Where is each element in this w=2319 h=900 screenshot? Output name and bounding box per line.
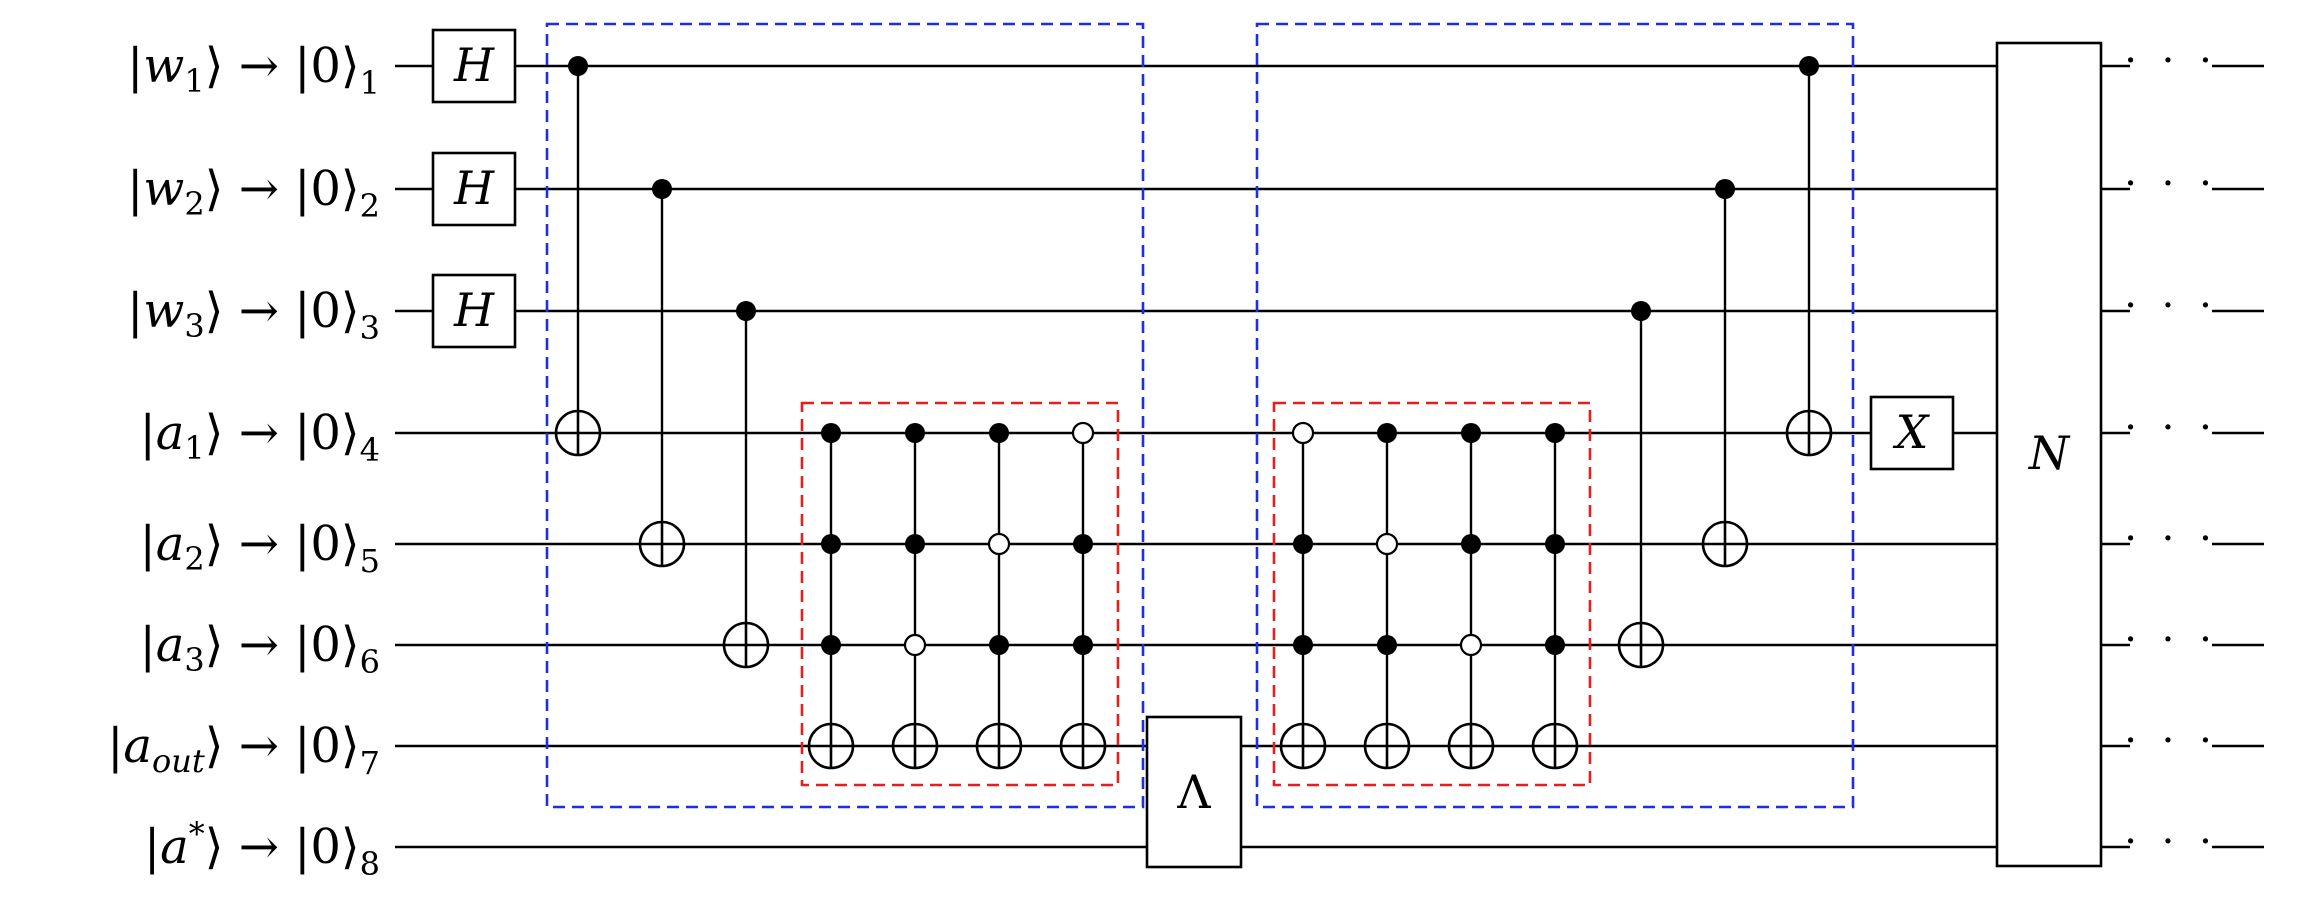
mct-1-3-control-2 (1545, 635, 1565, 655)
mct-1-2-control-1 (1461, 534, 1481, 554)
mct-0-1-control-1 (905, 534, 925, 554)
hadamard-gate-q3-box (431, 273, 517, 349)
mct-1-3-control-0 (1545, 423, 1565, 443)
mct-0-3-target (1059, 722, 1107, 770)
continuation-dots-q3: · · · (2124, 283, 2218, 329)
qubit-labels: |w1⟩ → |0⟩1 |w2⟩ → |0⟩2 |w3⟩ → |0⟩3 |a1⟩ → … (107, 38, 380, 883)
mct-0-3-control-0 (1071, 421, 1095, 445)
mct-0-0-control-0 (821, 423, 841, 443)
cnot2-target-1 (1701, 520, 1749, 568)
continuation-dots-q7: · · · (2124, 718, 2218, 764)
mct-1-1-target (1363, 722, 1411, 770)
hadamard-gate-q2: H (431, 151, 517, 227)
cnot1-control-1 (652, 179, 672, 199)
mct-1-2-control-2 (1459, 633, 1483, 657)
dots-bg-q1 (2130, 48, 2212, 78)
cnot1-target-1 (638, 520, 686, 568)
mct-1-3-control-1 (1545, 534, 1565, 554)
mct-0-0-control-2 (821, 635, 841, 655)
gates: H H H Λ X N · · · · · · · · · · · · · · · · · · · · … (431, 28, 2218, 869)
mct-1-3-target (1531, 722, 1579, 770)
continuation-dots-q4: · · · (2124, 405, 2218, 451)
cnot1-control-0 (568, 56, 588, 76)
dots-bg-q5 (2130, 526, 2212, 556)
continuation-dots-q5: · · · (2124, 516, 2218, 562)
hadamard-gate-q1-box (431, 28, 517, 104)
mct-1-1-control-2 (1377, 635, 1397, 655)
mct-1-0-control-0 (1291, 421, 1315, 445)
x-gate-q4-box (1869, 395, 1955, 471)
hadamard-gate-q1-label: H (453, 38, 495, 92)
cnot2-target-2 (1785, 409, 1833, 457)
lambda-gate-label: Λ (1176, 765, 1211, 819)
hadamard-gate-q3-label: H (453, 283, 495, 337)
continuation-dots-q2: · · · (2124, 161, 2218, 207)
qubit-label-2: |w2⟩ → |0⟩2 (127, 161, 380, 225)
n-gate-box (1995, 41, 2103, 868)
cnot2-control-0 (1631, 301, 1651, 321)
wires (395, 64, 2264, 849)
qubit-label-7: |aout⟩ → |0⟩7 (107, 718, 380, 782)
dots-bg-q7 (2130, 728, 2212, 758)
hadamard-gate-q3: H (431, 273, 517, 349)
mct-0-3-control-2 (1073, 635, 1093, 655)
x-gate-q4-label: X (1893, 405, 1931, 459)
red-dashed-box-right (1272, 401, 1592, 787)
mct-0-2-control-0 (989, 423, 1009, 443)
lambda-gate: Λ (1145, 715, 1243, 869)
qubit-label-1: |w1⟩ → |0⟩1 (127, 38, 380, 102)
qubit-label-8: |a*⟩ → |0⟩8 (144, 815, 380, 883)
cnot1-target-2 (722, 621, 770, 669)
dots-bg-q6 (2130, 627, 2212, 657)
mct-0-1-control-0 (905, 423, 925, 443)
n-gate-label: N (2028, 426, 2071, 480)
hadamard-gate-q2-box (431, 151, 517, 227)
mct-1-0-target (1279, 722, 1327, 770)
mct-0-2-control-1 (987, 532, 1011, 556)
blue-dashed-box-left (545, 22, 1145, 809)
hadamard-gate-q2-label: H (453, 161, 495, 215)
qubit-label-4: |a1⟩ → |0⟩4 (140, 405, 380, 469)
qubit-label-6: |a3⟩ → |0⟩6 (140, 617, 380, 681)
mct-1-1-control-0 (1377, 423, 1397, 443)
x-gate-q4: X (1869, 395, 1955, 471)
blue-dashed-box-right (1255, 22, 1855, 809)
dashed-boxes (545, 22, 1855, 809)
mct-0-2-target (975, 722, 1023, 770)
cnot1-target-0 (554, 409, 602, 457)
mct-1-2-control-0 (1461, 423, 1481, 443)
dots-bg-q4 (2130, 415, 2212, 445)
mct-1-1-control-1 (1375, 532, 1399, 556)
cnot1-control-2 (736, 301, 756, 321)
mct-1-0-control-2 (1293, 635, 1313, 655)
mct-0-0-target (807, 722, 855, 770)
dots-bg-q2 (2130, 171, 2212, 201)
cnot2-control-2 (1799, 56, 1819, 76)
mct-0-1-control-2 (903, 633, 927, 657)
dots-bg-q8 (2130, 829, 2212, 859)
cnot2-control-1 (1715, 179, 1735, 199)
n-gate: N (1995, 41, 2103, 868)
lambda-gate-box (1145, 715, 1243, 869)
continuation-dots-q1: · · · (2124, 38, 2218, 84)
mct-0-3-control-1 (1073, 534, 1093, 554)
mct-1-2-target (1447, 722, 1495, 770)
hadamard-gate-q1: H (431, 28, 517, 104)
mct-0-2-control-2 (989, 635, 1009, 655)
qubit-label-3: |w3⟩ → |0⟩3 (127, 283, 380, 347)
continuation-dots-q6: · · · (2124, 617, 2218, 663)
continuation-dots-q8: · · · (2124, 819, 2218, 865)
dots-bg-q3 (2130, 293, 2212, 323)
mct-0-0-control-1 (821, 534, 841, 554)
mct-0-1-target (891, 722, 939, 770)
red-dashed-box-left (800, 401, 1120, 787)
mct-1-0-control-1 (1293, 534, 1313, 554)
cnot2-target-0 (1617, 621, 1665, 669)
qubit-label-5: |a2⟩ → |0⟩5 (140, 516, 380, 580)
